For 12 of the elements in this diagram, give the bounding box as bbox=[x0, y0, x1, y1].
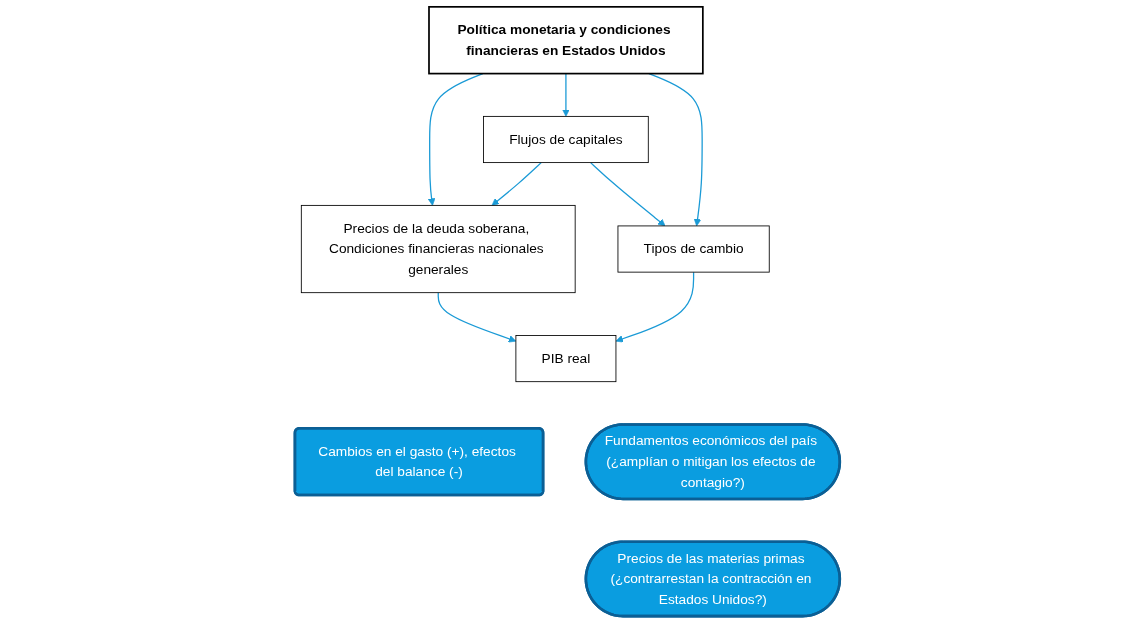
node-box: Política monetaria y condiciones financieras en Estados Unidos bbox=[428, 6, 704, 75]
arrow bbox=[615, 271, 695, 343]
node-box: Flujos de capitales bbox=[483, 115, 649, 164]
arrow bbox=[648, 72, 703, 227]
arrow bbox=[491, 161, 542, 206]
arrow bbox=[590, 161, 666, 227]
node-box: PIB real bbox=[515, 335, 617, 383]
arrow bbox=[562, 72, 570, 117]
node-box: Precios de la deuda soberana, Condiciones financieras nacionales generales bbox=[301, 204, 576, 294]
arrow bbox=[437, 292, 517, 343]
node-box: Tipos de cambio bbox=[617, 225, 770, 273]
arrow bbox=[428, 72, 484, 206]
